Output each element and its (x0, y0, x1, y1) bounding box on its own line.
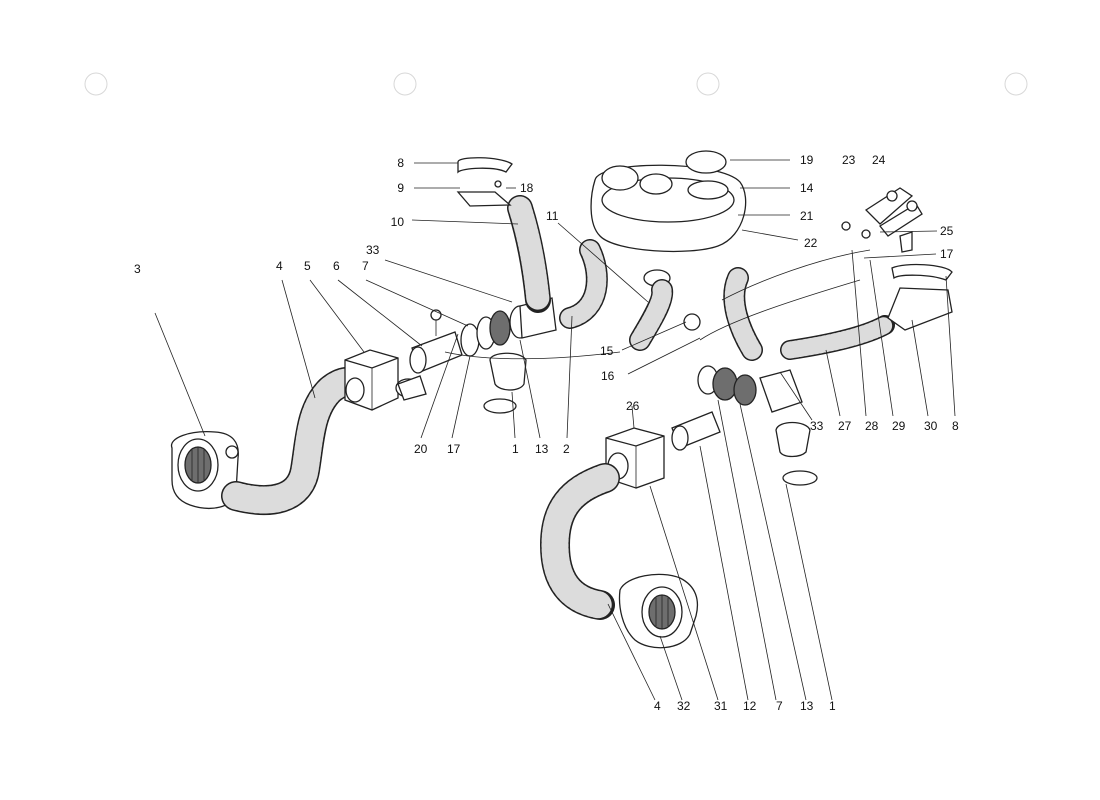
callout-label: 4 (276, 259, 283, 273)
right-outlet (775, 421, 818, 486)
right-upper-bracket (864, 187, 923, 253)
callout-label: 33 (366, 243, 380, 257)
callout-label: 25 (940, 224, 954, 238)
callout-label: 20 (414, 442, 428, 456)
left-upper-vent (456, 157, 513, 207)
left-heater-assembly (171, 157, 621, 516)
binder-hole (696, 72, 720, 96)
callout-label: 31 (714, 699, 728, 713)
callout-label: 1 (512, 442, 519, 456)
callout-label: 13 (535, 442, 549, 456)
callout-label: 28 (865, 419, 879, 433)
right-side-vent (887, 263, 953, 331)
right-tap-valve (671, 411, 721, 451)
callout-label: 27 (838, 419, 852, 433)
callout-label: 11 (546, 209, 559, 223)
callout-label: 30 (924, 419, 938, 433)
right-sleeves (697, 365, 803, 413)
callout-label: 14 (800, 181, 814, 195)
callout-label: 10 (391, 215, 405, 229)
callout-label: 12 (743, 699, 757, 713)
leader-lines (154, 159, 956, 701)
callout-labels: 8 9 10 18 11 19 23 24 14 21 25 22 17 3 4… (134, 153, 959, 713)
binder-holes (84, 72, 1028, 96)
callout-label: 1 (829, 699, 836, 713)
callout-label: 22 (804, 236, 818, 250)
left-blower (171, 431, 239, 509)
callout-label: 9 (397, 181, 404, 195)
left-heater-box (344, 349, 427, 411)
left-sleeves (460, 297, 557, 357)
callout-label: 24 (872, 153, 886, 167)
callout-label: 6 (333, 259, 340, 273)
callout-label: 21 (800, 209, 814, 223)
callout-label: 16 (601, 369, 615, 383)
callout-label: 33 (810, 419, 824, 433)
callout-label: 8 (397, 156, 404, 170)
callout-label: 29 (892, 419, 906, 433)
right-blower (618, 573, 699, 649)
callout-label: 7 (776, 699, 783, 713)
callout-label: 18 (520, 181, 534, 195)
binder-hole (393, 72, 417, 96)
callout-label: 2 (563, 442, 570, 456)
binder-hole (84, 72, 108, 96)
left-outlet (483, 352, 527, 414)
center-distribution-unit (590, 150, 747, 351)
callout-label: 23 (842, 153, 856, 167)
binder-hole (1004, 72, 1028, 96)
callout-label: 3 (134, 262, 141, 276)
callout-label: 5 (304, 259, 311, 273)
callout-label: 32 (677, 699, 691, 713)
callout-label: 4 (654, 699, 661, 713)
right-heater-box (605, 427, 665, 489)
callout-label: 13 (800, 699, 814, 713)
callout-label: 26 (626, 399, 640, 413)
callout-label: 8 (952, 419, 959, 433)
callout-label: 19 (800, 153, 814, 167)
callout-label: 15 (600, 344, 614, 358)
callout-label: 17 (447, 442, 461, 456)
left-control-cable (444, 351, 621, 360)
callout-label: 17 (940, 247, 954, 261)
right-heater-assembly (540, 187, 953, 649)
callout-label: 7 (362, 259, 369, 273)
